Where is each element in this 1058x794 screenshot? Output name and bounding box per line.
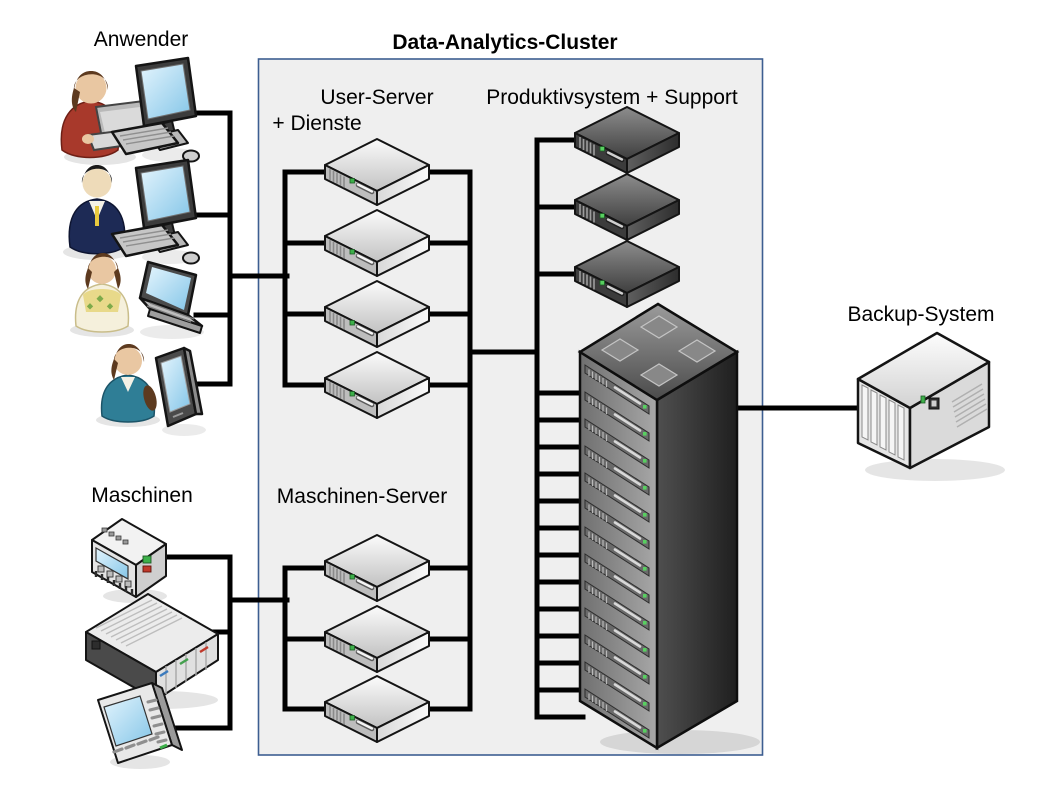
maschinen-group bbox=[85, 518, 219, 769]
user-businessman-icon bbox=[63, 165, 131, 260]
backup-system-label: Backup-System bbox=[847, 303, 994, 326]
laptop-icon bbox=[138, 260, 206, 341]
tablet-icon bbox=[154, 346, 208, 438]
user-woman-vest-icon bbox=[70, 253, 134, 337]
server-rack-icon bbox=[577, 302, 760, 754]
produktivsystem-label: Produktivsystem + Support bbox=[486, 86, 738, 109]
user-server-label-line2: + Dienste bbox=[272, 112, 361, 135]
backup-vent-lines bbox=[951, 383, 988, 428]
hmi-panel-icon bbox=[97, 682, 183, 769]
maschinen-label: Maschinen bbox=[91, 484, 193, 507]
maschinen-server-group bbox=[325, 535, 429, 742]
workstation-2-icon bbox=[110, 158, 201, 266]
user-woman-teal-icon bbox=[96, 344, 160, 427]
connection-wires bbox=[155, 110, 863, 731]
produktiv-server-group bbox=[575, 107, 679, 307]
anwender-label: Anwender bbox=[94, 28, 189, 51]
anwender-group bbox=[60, 56, 208, 438]
rack-top-vents bbox=[600, 315, 717, 387]
cluster-title: Data-Analytics-Cluster bbox=[392, 31, 617, 54]
compact-plc-icon bbox=[91, 518, 167, 603]
backup-storage-icon bbox=[856, 331, 1005, 481]
maschinen-server-label: Maschinen-Server bbox=[277, 485, 447, 508]
backup-drive-slots bbox=[861, 384, 905, 461]
user-server-label-line1: User-Server bbox=[320, 86, 433, 109]
